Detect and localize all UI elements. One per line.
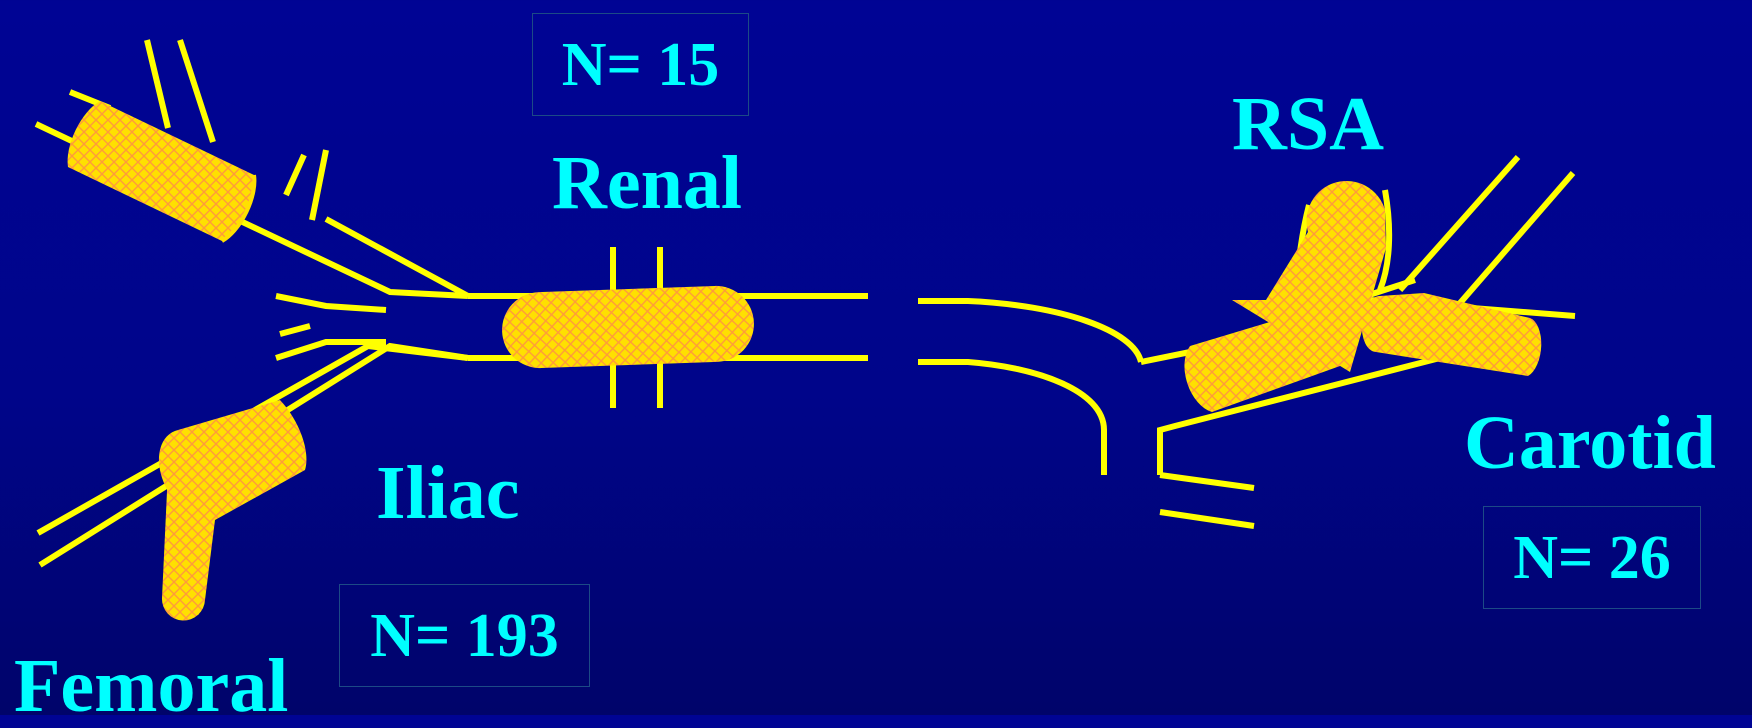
iliac-femoral-count: N= 193 [370, 605, 559, 667]
renal-stent [501, 285, 755, 370]
renal-count: N= 15 [562, 34, 720, 96]
iliac-label: Iliac [376, 455, 520, 531]
renal-label: Renal [552, 145, 742, 221]
renal-count-box: N= 15 [532, 13, 749, 116]
femoral-label: Femoral [14, 648, 288, 724]
iliac-femoral-count-box: N= 193 [339, 584, 590, 687]
carotid-count-box: N= 26 [1483, 506, 1701, 609]
carotid-stent [1362, 293, 1541, 376]
carotid-label: Carotid [1464, 405, 1716, 481]
upper-iliac-stent [68, 101, 255, 241]
rsa-label: RSA [1232, 86, 1384, 162]
carotid-count: N= 26 [1513, 527, 1671, 589]
femoral-stent [162, 470, 220, 621]
